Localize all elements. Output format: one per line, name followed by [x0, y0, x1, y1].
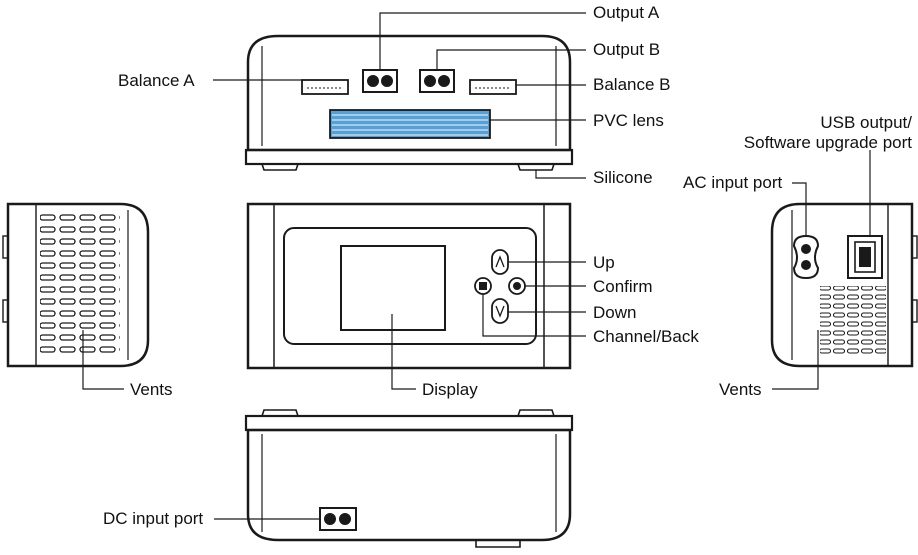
- usb-port: [847, 235, 883, 279]
- vents-right: [820, 286, 886, 356]
- confirm-button: [508, 277, 526, 295]
- up-label: Up: [593, 253, 615, 272]
- output-b-port: [419, 69, 455, 93]
- vents-left: [40, 212, 120, 356]
- pvc-lens: [329, 109, 491, 139]
- dc-input-socket: [319, 507, 357, 531]
- output-a-port: [362, 69, 398, 93]
- front-view: [246, 202, 572, 370]
- confirm-label: Confirm: [593, 277, 653, 296]
- ac-input-port-label: AC input port: [683, 173, 783, 192]
- balance-a-label: Balance A: [118, 71, 195, 90]
- dc-input-port-label: DC input port: [103, 509, 204, 528]
- software-upgrade-port-label: Software upgrade port: [743, 133, 912, 152]
- display-label: Display: [422, 380, 478, 399]
- up-button: [491, 249, 509, 275]
- display-screen: [340, 245, 446, 331]
- channel-back-label: Channel/Back: [593, 327, 699, 346]
- right-side-view: [770, 202, 918, 368]
- callout-lines: [82, 12, 871, 520]
- silicone-foot-left: [261, 163, 299, 171]
- balance-b-label: Balance B: [593, 75, 671, 94]
- output-b-label: Output B: [593, 40, 661, 59]
- silicone-label: Silicone: [593, 168, 653, 187]
- vents-right-label: Vents: [719, 380, 762, 399]
- down-button: [491, 298, 509, 324]
- bottom-view: [244, 409, 574, 548]
- balance-b-port: [469, 79, 517, 95]
- pvc-lens-label: PVC lens: [593, 111, 664, 130]
- down-label: Down: [593, 303, 637, 322]
- output-a-label: Output A: [593, 3, 660, 22]
- channel-back-button: [474, 277, 492, 295]
- top-view: [244, 34, 574, 171]
- vents-left-label: Vents: [130, 380, 173, 399]
- usb-output-label: USB output/: [820, 113, 912, 132]
- left-side-view: [2, 202, 150, 368]
- ac-input-socket: [792, 234, 820, 280]
- balance-a-port: [301, 79, 349, 95]
